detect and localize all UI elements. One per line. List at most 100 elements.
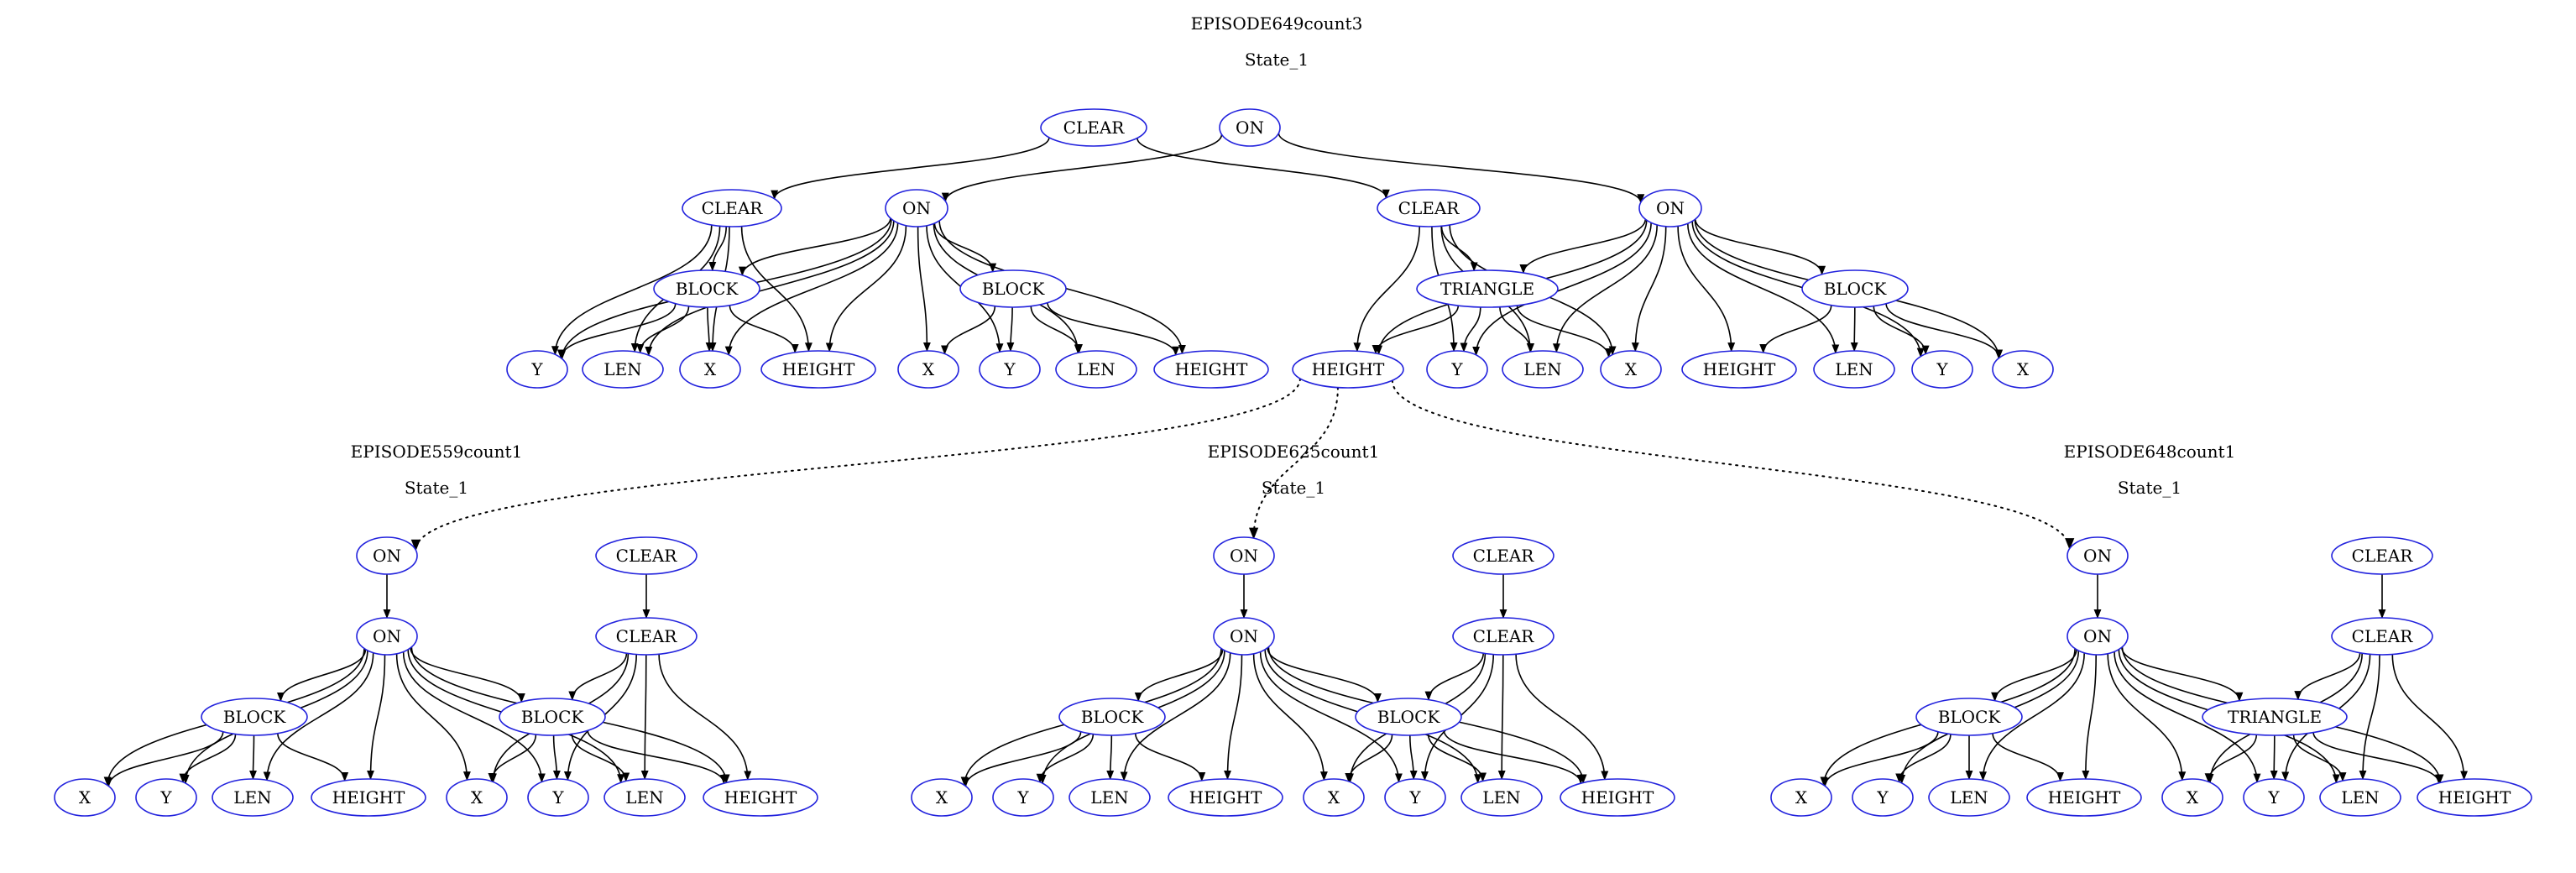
node-outline: [1377, 189, 1481, 227]
node-y: Y: [1911, 350, 1973, 389]
node-label: X: [2017, 359, 2030, 379]
node-outline: [356, 617, 418, 656]
node-outline: [1055, 350, 1137, 389]
graph-edge: [1030, 306, 1083, 354]
node-outline: [595, 617, 698, 656]
graph-edge: [941, 306, 996, 355]
node-label: X: [1328, 787, 1340, 808]
node-height: HEIGHT: [1560, 778, 1675, 817]
node-outline: [1911, 350, 1973, 389]
node-label: BLOCK: [1938, 707, 2002, 727]
node-label: TRIANGLE: [2228, 707, 2322, 727]
node-clear: CLEAR: [2331, 536, 2433, 575]
node-outline: [1813, 350, 1895, 389]
graph-edge: [1135, 733, 1206, 782]
nodes-layer: CLEAR ON CLEAR ON CLEAR ON BLOCK BLOCK TRIANGLE B…: [54, 108, 2532, 817]
node-label: LEN: [1523, 359, 1561, 379]
node-outline: [2319, 778, 2401, 817]
graph-edge: [1443, 730, 1585, 785]
node-label: BLOCK: [1081, 707, 1145, 727]
node-height: HEIGHT: [2026, 778, 2142, 817]
node-outline: [311, 778, 426, 817]
graph-edge: [917, 226, 931, 353]
node-label: Y: [2267, 787, 2280, 808]
graph-edge: [933, 222, 997, 273]
node-len: LEN: [1813, 350, 1895, 389]
node-label: ON: [2083, 546, 2112, 566]
node-label: LEN: [2341, 787, 2379, 808]
graph-edge: [552, 734, 561, 781]
node-outline: [2026, 778, 2142, 817]
node-len: LEN: [1928, 778, 2010, 817]
node-outline: [1384, 778, 1446, 817]
node-len: LEN: [212, 778, 294, 817]
graph-edge: [1992, 733, 2064, 782]
node-label: Y: [1003, 359, 1016, 379]
node-outline: [959, 269, 1067, 308]
node-label: HEIGHT: [2048, 787, 2121, 808]
node-outline: [1638, 189, 1702, 227]
node-outline: [1992, 350, 2054, 389]
graph-edge: [1353, 226, 1420, 353]
node-on: ON: [1219, 108, 1281, 147]
node-label: BLOCK: [521, 707, 585, 727]
graph-edge: [1885, 303, 2004, 359]
node-label: X: [1625, 359, 1638, 379]
node-outline: [992, 778, 1054, 817]
graph-edge: [636, 306, 690, 354]
graph-edge: [2121, 646, 2244, 702]
graph-edge: [395, 653, 471, 782]
node-x: X: [1770, 778, 1832, 817]
node-outline: [2161, 778, 2223, 817]
node-len: LEN: [1069, 778, 1151, 817]
node-outline: [911, 778, 973, 817]
graph-edge: [2204, 734, 2258, 783]
node-height: HEIGHT: [760, 350, 876, 389]
graph-edge: [551, 225, 713, 356]
node-outline: [582, 350, 664, 389]
graph-edge: [1224, 654, 1243, 781]
node-label: Y: [1876, 787, 1889, 808]
node-y: Y: [1426, 350, 1488, 389]
graph-title: EPISODE649count3: [1191, 13, 1363, 34]
edges-layer: [103, 133, 2469, 787]
node-outline: [446, 778, 508, 817]
graph-edge: [488, 734, 537, 783]
node-len: LEN: [1055, 350, 1137, 389]
node-outline: [604, 778, 686, 817]
node-label: BLOCK: [982, 279, 1046, 299]
graph-edge: [1677, 226, 1736, 353]
node-clear: CLEAR: [595, 617, 698, 656]
graph-titles: EPISODE649count3 State_1 EPISODE559count…: [351, 13, 2236, 498]
node-label: X: [2187, 787, 2199, 808]
graph-edge: [1372, 305, 1460, 355]
node-label: HEIGHT: [1703, 359, 1776, 379]
node-y: Y: [2243, 778, 2305, 817]
node-label: CLEAR: [1473, 626, 1535, 646]
node-label: ON: [1656, 198, 1685, 218]
node-label: HEIGHT: [1581, 787, 1654, 808]
graph-edge: [1873, 306, 1930, 355]
node-clear: CLEAR: [1377, 189, 1481, 227]
node-on: ON: [1213, 536, 1275, 575]
graph-edge: [640, 654, 649, 781]
graph-edge: [2114, 651, 2261, 783]
node-on: ON: [356, 617, 418, 656]
node-block: BLOCK: [499, 698, 606, 736]
graph-edge: [1409, 734, 1418, 781]
graph-edge: [556, 303, 677, 359]
graph-edge: [2294, 652, 2361, 701]
node-outline: [682, 189, 782, 227]
node-outline: [1153, 350, 1269, 389]
node-outline: [2202, 698, 2348, 736]
node-block: BLOCK: [1355, 698, 1462, 736]
node-outline: [2067, 617, 2129, 656]
node-len: LEN: [582, 350, 664, 389]
node-label: LEN: [1950, 787, 1988, 808]
node-x: X: [897, 350, 959, 389]
node-label: CLEAR: [1398, 198, 1460, 218]
node-outline: [760, 350, 876, 389]
node-label: Y: [1408, 787, 1421, 808]
node-y: Y: [992, 778, 1054, 817]
